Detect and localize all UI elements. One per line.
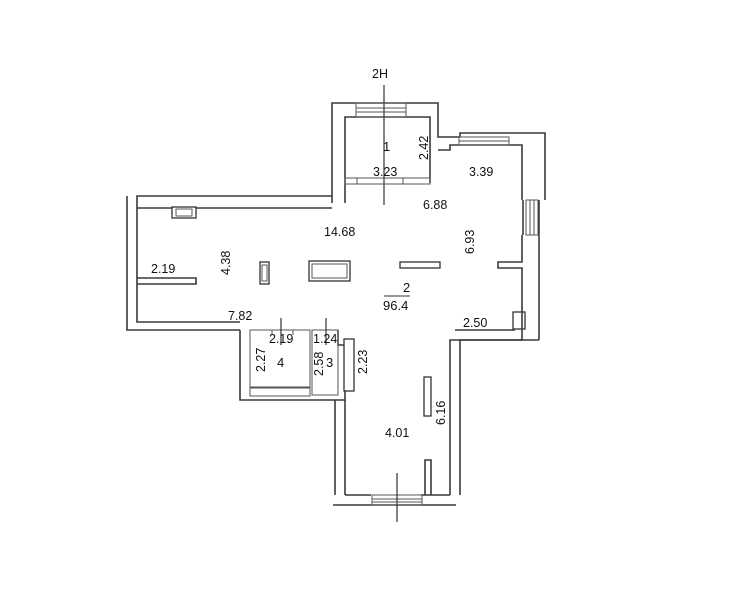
dim-left-width: 2.19	[151, 262, 175, 276]
left-wing-walls	[126, 195, 332, 331]
dim-room4-width: 2.19	[269, 332, 293, 346]
plan-labels: 1 2.42 3.23 3.39 6.88 6.93 14.68 4.38 2.…	[151, 136, 493, 440]
dim-main-width: 14.68	[324, 225, 355, 239]
room-3-number: 3	[326, 355, 333, 370]
dim-room3-width: 1.24	[313, 332, 337, 346]
room-1-walls	[331, 102, 460, 203]
upper-right-walls	[438, 132, 546, 340]
dim-lower-left-width: 7.82	[228, 309, 252, 323]
dim-room3-height: 2.58	[312, 352, 326, 376]
axis-label: 2H	[372, 67, 388, 81]
column-wide	[308, 260, 351, 282]
dim-top-center: 6.88	[423, 198, 447, 212]
dim-south-width: 4.01	[385, 426, 409, 440]
dim-room1-width: 3.23	[373, 165, 397, 179]
dim-right-lower-width: 2.50	[463, 316, 487, 330]
dim-south-height: 6.16	[434, 401, 448, 425]
dim-room4-height: 2.27	[254, 348, 268, 372]
rooms-3-4-walls	[239, 318, 355, 401]
room-4-number: 4	[277, 355, 284, 370]
room-2-area: 96.4	[383, 298, 408, 313]
room-2-number: 2	[403, 280, 410, 295]
room-1-number: 1	[383, 139, 390, 154]
dim-right-height: 6.93	[463, 230, 477, 254]
closet	[343, 338, 355, 392]
dim-left-height: 4.38	[219, 251, 233, 275]
interior-fixtures	[259, 260, 441, 417]
column-small	[259, 261, 270, 285]
south-column	[423, 376, 432, 417]
dim-closet-height: 2.23	[356, 350, 370, 374]
dim-room1-height: 2.42	[417, 136, 431, 160]
dim-upper-right-width: 3.39	[469, 165, 493, 179]
beam	[399, 261, 441, 269]
south-wing-walls	[333, 312, 539, 522]
